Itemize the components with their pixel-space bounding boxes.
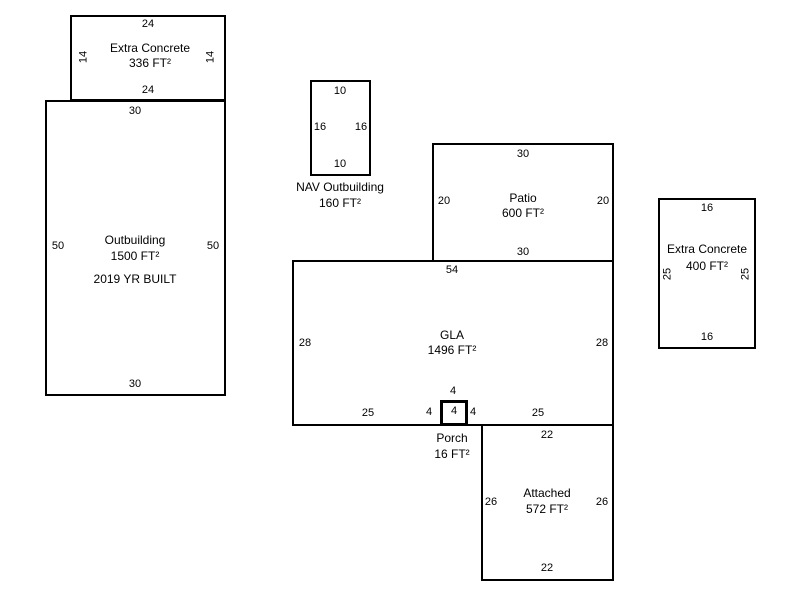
outbuilding-outline: [45, 100, 226, 396]
porch-area: 16 FT²: [434, 447, 470, 461]
outbuilding-dim-top: 30: [128, 105, 142, 117]
nav-outbuilding-dim-left: 16: [313, 121, 327, 133]
patio-dim-bottom: 30: [516, 246, 530, 258]
nav-outbuilding-dim-top: 10: [333, 85, 347, 97]
patio-area: 600 FT²: [501, 206, 545, 220]
extra-concrete-right-dim-left: 25: [661, 267, 674, 281]
extra-concrete-right-dim-top: 16: [700, 202, 714, 214]
attached-dim-right: 26: [595, 496, 609, 508]
outbuilding-dim-bottom: 30: [128, 378, 142, 390]
extra-concrete-left-label: Extra Concrete: [109, 41, 191, 55]
attached-dim-left: 26: [484, 496, 498, 508]
attached-area: 572 FT²: [525, 502, 569, 516]
porch-outline: [440, 400, 468, 426]
gla-area: 1496 FT²: [427, 343, 477, 357]
patio-label: Patio: [509, 191, 537, 205]
extra-concrete-left-dim-left: 14: [77, 50, 90, 64]
nav-outbuilding-dim-right: 16: [354, 121, 368, 133]
outbuilding-dim-right: 50: [206, 240, 220, 252]
gla-dim-top: 54: [445, 264, 459, 276]
extra-concrete-left-dim-top: 24: [141, 18, 155, 30]
gla-dim-bottom-left: 25: [361, 407, 375, 419]
extra-concrete-right-dim-right: 25: [739, 267, 752, 281]
extra-concrete-right-area: 400 FT²: [685, 259, 729, 273]
outbuilding-label: Outbuilding: [104, 233, 166, 247]
nav-outbuilding-label: NAV Outbuilding: [296, 180, 384, 194]
extra-concrete-right-label: Extra Concrete: [666, 242, 748, 256]
attached-label: Attached: [523, 486, 571, 500]
extra-concrete-right-outline: [658, 198, 756, 349]
extra-concrete-left-area: 336 FT²: [128, 56, 172, 70]
nav-outbuilding-outline: [310, 80, 371, 176]
outbuilding-area: 1500 FT²: [110, 249, 160, 263]
gla-dim-left: 28: [298, 337, 312, 349]
nav-outbuilding-area: 160 FT²: [318, 196, 362, 210]
gla-dim-porch-left: 4: [425, 406, 433, 418]
nav-outbuilding-dim-bottom: 10: [333, 158, 347, 170]
outbuilding-dim-left: 50: [51, 240, 65, 252]
extra-concrete-left-dim-bottom: 24: [141, 84, 155, 96]
gla-dim-bottom-right: 25: [531, 407, 545, 419]
outbuilding-year-built: 2019 YR BUILT: [93, 272, 177, 286]
attached-outline: [481, 424, 614, 581]
patio-dim-top: 30: [516, 148, 530, 160]
attached-dim-top: 22: [540, 429, 554, 441]
attached-dim-bottom: 22: [540, 562, 554, 574]
porch-label: Porch: [436, 431, 468, 445]
gla-dim-porch-top: 4: [449, 385, 457, 397]
gla-label: GLA: [439, 328, 465, 342]
gla-dim-right: 28: [595, 337, 609, 349]
gla-dim-porch-right: 4: [469, 406, 477, 418]
patio-dim-left: 20: [437, 195, 451, 207]
gla-dim-porch-inner: 4: [450, 405, 458, 417]
patio-dim-right: 20: [596, 195, 610, 207]
extra-concrete-left-dim-right: 14: [204, 50, 217, 64]
extra-concrete-right-dim-bottom: 16: [700, 331, 714, 343]
